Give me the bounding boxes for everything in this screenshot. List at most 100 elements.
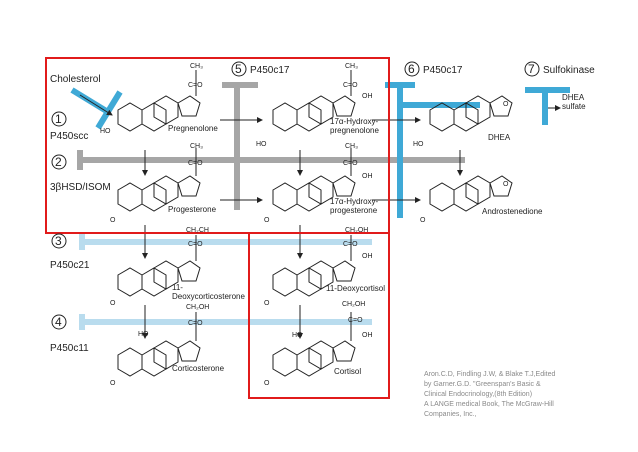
- citation-line: Clinical Endocrinology,(8th Edition): [424, 391, 533, 398]
- svg-text:C=O: C=O: [343, 160, 358, 167]
- svg-text:2: 2: [55, 155, 62, 169]
- dhea-sulfate-label-2: sulfate: [562, 102, 586, 111]
- svg-text:C=O: C=O: [188, 82, 203, 89]
- svg-text:O: O: [110, 300, 116, 307]
- step-7-label: 7 Sulfokinase: [524, 61, 595, 77]
- step-5-label: 5 P450c17: [231, 61, 290, 77]
- svg-text:CH₃: CH₃: [345, 63, 358, 70]
- deoxycortisol-label: 11-Deoxycortisol: [326, 284, 385, 293]
- reaction-arrows: [79, 94, 561, 339]
- step-1-label: 1 P450scc: [50, 111, 88, 142]
- svg-text:7: 7: [528, 62, 535, 76]
- hydroxyprogesterone-label-2: progesterone: [330, 206, 378, 215]
- svg-text:OH: OH: [362, 253, 373, 260]
- hydroxypregnenolone-label-2: pregnenolone: [330, 126, 379, 135]
- p450c11-block-bar: [79, 314, 372, 330]
- cholesterol-label: Cholesterol: [50, 74, 101, 85]
- svg-text:O: O: [503, 101, 509, 108]
- svg-text:C=O: C=O: [188, 160, 203, 167]
- deoxycorticosterone-groups: CH₂CH C=O O: [110, 227, 209, 307]
- deoxycortisol-groups: CH₂OH C=O OH O: [264, 227, 373, 307]
- svg-text:1: 1: [55, 112, 62, 126]
- svg-text:HO: HO: [292, 332, 303, 339]
- svg-text:OH: OH: [362, 173, 373, 180]
- citation: Aron.C.D, Findling J.W, & Blake T.J,Edit…: [424, 370, 609, 420]
- androstenedione-groups: O O: [420, 181, 509, 224]
- svg-text:CH₃: CH₃: [190, 143, 203, 150]
- deoxycortisol-structure: [272, 235, 356, 297]
- svg-text:C=O: C=O: [343, 241, 358, 248]
- svg-text:O: O: [110, 380, 116, 387]
- glucocorticoid-region-box: [248, 232, 390, 399]
- svg-text:HO: HO: [256, 141, 267, 148]
- svg-text:O: O: [503, 181, 509, 188]
- svg-text:C=O: C=O: [188, 320, 203, 327]
- citation-line: Companies, Inc.,: [424, 411, 477, 418]
- dhea-structure: [429, 95, 513, 132]
- svg-text:O: O: [264, 300, 270, 307]
- pregnenolone-structure: [117, 70, 201, 132]
- svg-text:CH₃: CH₃: [190, 63, 203, 70]
- svg-text:C=O: C=O: [343, 82, 358, 89]
- dhea-label: DHEA: [488, 133, 511, 142]
- deoxycorticosterone-structure: [117, 235, 201, 297]
- step-4-label: 4 P450c11: [50, 314, 89, 354]
- svg-text:O: O: [420, 217, 426, 224]
- citation-line: by Garner.G.D. "Greenspan's Basic &: [424, 381, 541, 388]
- svg-text:HO: HO: [413, 141, 424, 148]
- progesterone-groups: CH₃ C=O O: [110, 143, 203, 224]
- cortisol-structure: [272, 312, 356, 377]
- citation-line: A LANGE medical Book, The McGraw-Hill: [424, 401, 554, 408]
- svg-text:4: 4: [55, 315, 62, 329]
- pregnenolone-groups: CH₃ C=O HO: [100, 63, 203, 135]
- progesterone-structure: [117, 148, 201, 212]
- svg-text:CH₂OH: CH₂OH: [342, 301, 365, 308]
- svg-text:HO: HO: [138, 331, 149, 338]
- mineralocorticoid-region-box: [45, 57, 390, 234]
- dhea-groups: O HO: [413, 101, 509, 148]
- svg-text:6: 6: [408, 62, 415, 76]
- svg-text:3βHSD/ISOM: 3βHSD/ISOM: [50, 182, 111, 193]
- svg-text:CH₃: CH₃: [345, 143, 358, 150]
- hydroxypregnenolone-label-1: 17α-Hydroxy-: [330, 117, 379, 126]
- svg-text:P450c17: P450c17: [250, 65, 290, 76]
- p450scc-block-bar: [70, 87, 123, 130]
- corticosterone-groups: CH₂OH C=O HO O: [110, 304, 209, 387]
- svg-text:P450scc: P450scc: [50, 131, 88, 142]
- svg-text:CH₂OH: CH₂OH: [186, 304, 209, 311]
- deoxycorticosterone-label-1: 11-: [172, 283, 183, 292]
- svg-text:C=O: C=O: [348, 317, 363, 324]
- androstenedione-label: Androstenedione: [482, 207, 543, 216]
- step-6-label: 6 P450c17: [404, 61, 463, 77]
- cortisol-label: Cortisol: [334, 367, 361, 376]
- svg-text:O: O: [264, 217, 270, 224]
- svg-text:P450c17: P450c17: [423, 65, 463, 76]
- svg-text:CH₂CH: CH₂CH: [186, 227, 209, 234]
- svg-text:C=O: C=O: [188, 241, 203, 248]
- hsd-block-bar: [77, 150, 465, 170]
- cortisol-groups: CH₂OH C=O OH HO O: [264, 301, 373, 387]
- pregnenolone-label: Pregnenolone: [168, 124, 218, 133]
- svg-text:OH: OH: [362, 93, 373, 100]
- svg-text:O: O: [264, 380, 270, 387]
- corticosterone-label: Corticosterone: [172, 364, 225, 373]
- hydroxypregnenolone-groups: CH₃ C=O OH HO: [256, 63, 373, 148]
- corticosterone-structure: [117, 312, 201, 377]
- deoxycorticosterone-label-2: Deoxycorticosterone: [172, 292, 245, 301]
- svg-text:Sulfokinase: Sulfokinase: [543, 65, 595, 76]
- hydroxyprogesterone-structure: [272, 148, 356, 212]
- svg-text:HO: HO: [100, 128, 111, 135]
- p450c21-block-bar: [79, 234, 372, 250]
- svg-text:P450c11: P450c11: [50, 343, 89, 354]
- svg-text:5: 5: [235, 62, 242, 76]
- dhea-sulfate-label-1: DHEA: [562, 93, 585, 102]
- hydroxypregnenolone-structure: [272, 70, 356, 132]
- svg-text:3: 3: [55, 234, 62, 248]
- hydroxyprogesterone-groups: CH₃ C=O OH O: [264, 143, 373, 224]
- step-3-label: 3 P450c21: [50, 233, 90, 271]
- progesterone-label: Progesterone: [168, 205, 217, 214]
- p450c17-block-bar-5: [222, 82, 258, 210]
- svg-text:CH₂OH: CH₂OH: [345, 227, 368, 234]
- svg-text:P450c21: P450c21: [50, 260, 90, 271]
